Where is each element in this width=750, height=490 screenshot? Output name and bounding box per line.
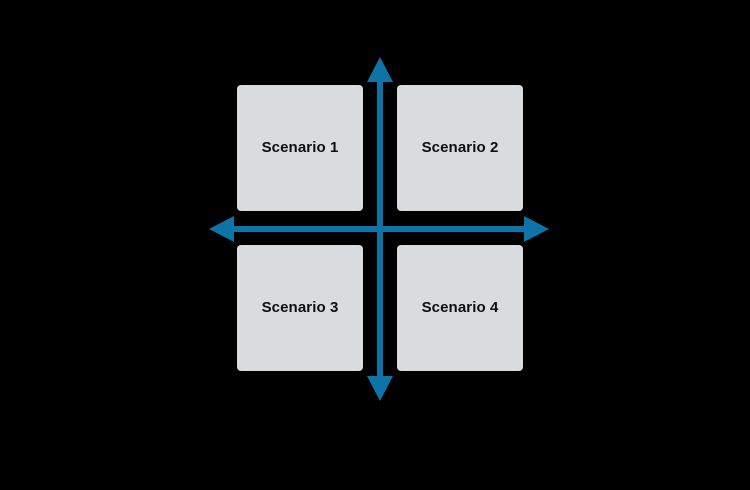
arrowhead-right-icon — [524, 216, 549, 242]
quadrant-label-bottom-left: Scenario 3 — [261, 299, 339, 316]
quadrant-label-bottom-right: Scenario 4 — [421, 299, 499, 316]
quadrant-box-top-left[interactable]: Scenario 1 — [237, 85, 363, 211]
arrowhead-up-icon — [367, 57, 393, 82]
arrowhead-left-icon — [209, 216, 234, 242]
quadrant-label-top-right: Scenario 2 — [421, 139, 499, 156]
quadrant-box-bottom-left[interactable]: Scenario 3 — [237, 245, 363, 371]
quadrant-box-top-right[interactable]: Scenario 2 — [397, 85, 523, 211]
arrowhead-down-icon — [367, 376, 393, 401]
quadrant-label-top-left: Scenario 1 — [261, 139, 339, 156]
quadrant-box-bottom-right[interactable]: Scenario 4 — [397, 245, 523, 371]
